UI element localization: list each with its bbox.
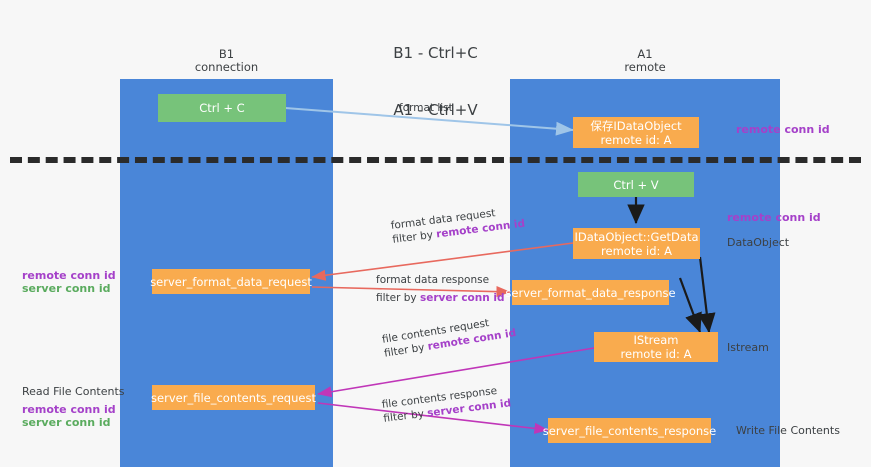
annotation-right-dataobject: DataObject xyxy=(727,236,790,249)
node-server-file-contents-request[interactable]: server_file_contents_request xyxy=(151,385,316,410)
annotation-left-remote-conn-id-bot: remote conn id xyxy=(22,403,116,416)
edge-label-file-contents-request: file contents request filter by remote c… xyxy=(381,312,517,361)
annotation-right-istream: Istream xyxy=(727,341,769,354)
node-istream[interactable]: IStream remote id: A xyxy=(594,332,718,362)
column-header-a1-name: A1 xyxy=(637,47,653,61)
node-server-format-data-request-label: server_format_data_request xyxy=(150,274,312,289)
annotation-left-server-conn-id-mid: server conn id xyxy=(22,282,111,295)
annotation-left-remote-conn-id-mid: remote conn id xyxy=(22,269,116,282)
phase-separator xyxy=(10,157,861,163)
node-save-idataobject-line1: 保存IDataObject xyxy=(590,118,682,133)
filter-key-server-conn-id: server conn id xyxy=(419,292,505,304)
filter-prefix: filter by xyxy=(391,228,437,246)
edge-label-format-data-response-filter: filter by server conn id xyxy=(376,291,505,305)
node-getdata-line2: remote id: A xyxy=(601,243,672,258)
node-server-file-contents-response-label: server_file_contents_response xyxy=(542,423,717,438)
filter-prefix: filter by xyxy=(376,292,420,304)
node-save-idataobject[interactable]: 保存IDataObject remote id: A xyxy=(573,117,699,148)
node-server-format-data-response[interactable]: server_format_data_response xyxy=(505,280,676,305)
title-line-1: B1 - Ctrl+C xyxy=(393,44,478,62)
annotation-left-server-conn-id-bot: server conn id xyxy=(22,416,111,429)
node-istream-line2: remote id: A xyxy=(620,347,692,361)
edge-label-format-data-response: format data response filter by server co… xyxy=(376,273,505,305)
column-header-b1: B1 connection xyxy=(120,48,333,74)
node-save-idataobject-line2: remote id: A xyxy=(600,132,672,147)
edge-label-format-data-request: format data request filter by remote con… xyxy=(390,203,526,247)
node-istream-line1: IStream xyxy=(633,333,679,347)
filter-prefix: filter by xyxy=(382,407,428,425)
edge-label-file-contents-response: file contents response filter by server … xyxy=(381,382,512,425)
node-server-format-data-response-label: server_format_data_response xyxy=(505,285,676,300)
annotation-right-remote-conn-id-mid: remote conn id xyxy=(727,211,821,224)
column-header-a1-role: remote xyxy=(624,60,666,74)
column-header-a1: A1 remote xyxy=(510,48,780,74)
annotation-right-remote-conn-id-top: remote conn id xyxy=(736,123,830,136)
column-header-b1-role: connection xyxy=(194,60,259,74)
node-getdata-line1: IDataObject::GetData xyxy=(574,229,699,244)
node-ctrl-v-label: Ctrl + V xyxy=(613,177,659,192)
node-ctrl-c[interactable]: Ctrl + C xyxy=(158,94,286,122)
node-server-file-contents-response[interactable]: server_file_contents_response xyxy=(543,418,716,443)
edge-label-format-list: format list xyxy=(399,102,453,114)
node-server-format-data-request[interactable]: server_format_data_request xyxy=(150,269,312,294)
node-server-file-contents-request-label: server_file_contents_request xyxy=(151,390,316,405)
node-idataobject-getdata[interactable]: IDataObject::GetData remote id: A xyxy=(573,228,700,259)
node-ctrl-v[interactable]: Ctrl + V xyxy=(578,172,694,197)
node-ctrl-c-label: Ctrl + C xyxy=(199,101,245,115)
column-header-b1-name: B1 xyxy=(218,47,235,61)
annotation-right-write-file-contents: Write File Contents xyxy=(736,424,840,437)
edge-label-format-data-response-main: format data response xyxy=(376,274,490,286)
annotation-left-read-file-contents: Read File Contents xyxy=(22,385,125,398)
